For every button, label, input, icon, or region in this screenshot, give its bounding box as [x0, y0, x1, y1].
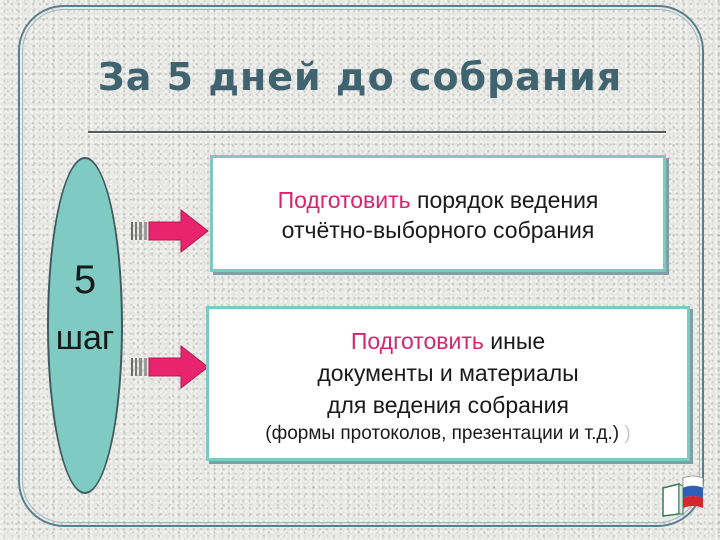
slide-frame-inner — [22, 9, 700, 523]
arrow-right-icon — [131, 208, 209, 254]
task-2-line-2: документы и материалы — [317, 360, 579, 386]
task-2-line-3: для ведения собрания — [327, 392, 569, 418]
task-box-2: Подготовить иные документы и материалы д… — [206, 306, 690, 461]
task-1-line-2: отчётно-выборного собрания — [281, 217, 595, 243]
task-2-note: (формы протоколов, презентации и т.д.) — [265, 423, 620, 444]
task-1-text: порядок ведения — [410, 187, 599, 213]
step-label: шаг — [55, 319, 115, 357]
book-flag-logo-icon — [662, 475, 704, 517]
task-2-note-extra: ) — [619, 423, 631, 444]
task-box-1: Подготовить порядок ведения отчётно-выбо… — [210, 155, 666, 272]
task-2-line-1: Подготовить иные — [209, 325, 687, 357]
slide-frame — [18, 5, 704, 527]
title-divider — [88, 131, 666, 133]
task-1-line-1: Подготовить порядок ведения — [213, 185, 663, 215]
task-2-text: иные — [483, 328, 546, 354]
arrow-right-icon — [131, 344, 209, 390]
step-number: 5 — [73, 258, 97, 302]
step-ellipse — [47, 157, 123, 494]
slide-title: За 5 дней до собрания — [97, 55, 623, 99]
task-2-note-line: (формы протоколов, презентации и т.д.) ) — [209, 421, 687, 447]
task-1-highlight: Подготовить — [277, 187, 411, 213]
task-2-highlight: Подготовить — [350, 328, 484, 354]
